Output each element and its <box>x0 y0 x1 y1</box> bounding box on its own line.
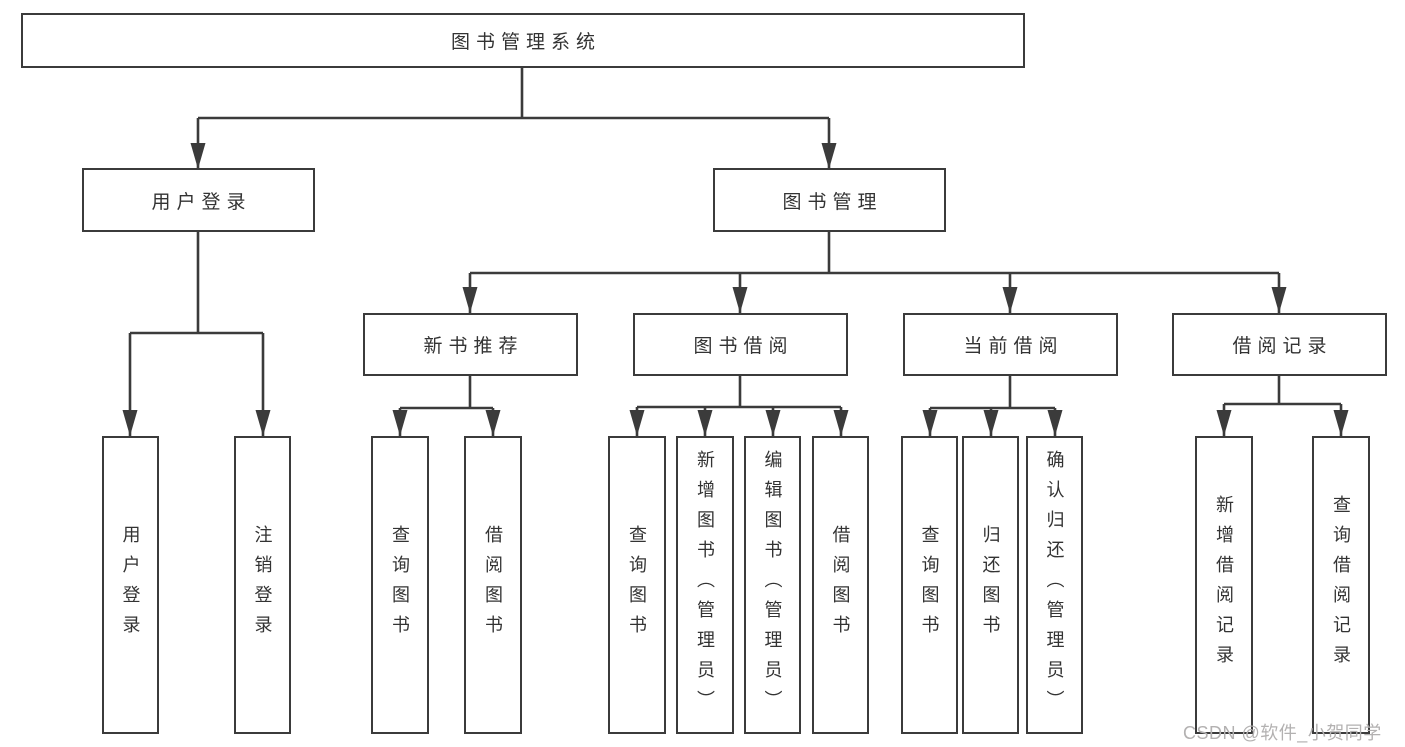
arrow-icon <box>462 287 478 313</box>
node-label: 查询图书 <box>390 525 410 645</box>
node-label: 图书管理 <box>782 191 883 213</box>
arrow-icon <box>392 410 408 436</box>
leaf-query-borrow-record: 查询借阅记录 <box>1312 436 1370 734</box>
arrow-icon <box>821 143 837 169</box>
node-label: 注销登录 <box>252 525 273 645</box>
node-label: 借阅图书 <box>830 525 851 645</box>
node-label: 图书管理系统 <box>450 32 601 53</box>
leaf-edit-book-admin: 编辑图书（管理员） <box>744 436 801 734</box>
arrow-icon <box>1047 410 1063 436</box>
node-label: 借阅记录 <box>1232 336 1333 357</box>
node-label: 新书推荐 <box>423 336 524 357</box>
arrow-icon <box>922 410 938 436</box>
leaf-user-login: 用户登录 <box>102 436 159 734</box>
arrow-icon <box>1271 287 1287 313</box>
arrow-icon <box>697 410 713 436</box>
node-label: 新增借阅记录 <box>1214 495 1234 675</box>
node-label: 查询图书 <box>627 525 647 645</box>
node-label: 查询借阅记录 <box>1331 495 1351 675</box>
arrow-icon <box>833 410 849 436</box>
arrow-icon <box>732 287 748 313</box>
node-label: 借阅图书 <box>483 525 503 645</box>
leaf-query-book-borrowing: 查询图书 <box>608 436 666 734</box>
arrowheads <box>122 143 1349 436</box>
node-new-book-recommendation: 新书推荐 <box>363 313 578 376</box>
arrow-icon <box>765 410 781 436</box>
arrow-icon <box>122 410 138 436</box>
arrow-icon <box>629 410 645 436</box>
node-current-borrowing: 当前借阅 <box>903 313 1118 376</box>
arrow-icon <box>255 410 271 436</box>
leaf-logout: 注销登录 <box>234 436 291 734</box>
arrow-icon <box>1216 410 1232 436</box>
csdn-watermark: CSDN @软件_小贺同学 <box>1183 723 1382 743</box>
leaf-query-book-recommend: 查询图书 <box>371 436 429 734</box>
arrow-icon <box>1333 410 1349 436</box>
leaf-query-book-current: 查询图书 <box>901 436 958 734</box>
leaf-borrow-book: 借阅图书 <box>812 436 869 734</box>
arrow-icon <box>190 143 206 169</box>
leaf-add-borrow-record: 新增借阅记录 <box>1195 436 1253 734</box>
node-root-library-system: 图书管理系统 <box>21 13 1025 68</box>
leaf-borrow-book-recommend: 借阅图书 <box>464 436 522 734</box>
node-label: 当前借阅 <box>963 336 1064 357</box>
node-label: 新增图书（管理员） <box>695 450 715 720</box>
arrow-icon <box>485 410 501 436</box>
node-label: 确认归还（管理员） <box>1044 450 1065 720</box>
arrow-icon <box>1002 287 1018 313</box>
leaf-return-book: 归还图书 <box>962 436 1019 734</box>
node-book-borrowing: 图书借阅 <box>633 313 848 376</box>
node-label: 用户登录 <box>120 525 141 645</box>
node-borrowing-records: 借阅记录 <box>1172 313 1387 376</box>
node-book-management: 图书管理 <box>713 168 946 232</box>
arrow-icon <box>983 410 999 436</box>
node-label: 查询图书 <box>919 525 940 645</box>
leaf-add-book-admin: 新增图书（管理员） <box>676 436 734 734</box>
node-user-login: 用户登录 <box>82 168 315 232</box>
node-label: 编辑图书（管理员） <box>762 450 783 720</box>
leaf-confirm-return-admin: 确认归还（管理员） <box>1026 436 1083 734</box>
node-label: 用户登录 <box>151 191 252 213</box>
node-label: 归还图书 <box>980 525 1001 645</box>
node-label: 图书借阅 <box>693 336 794 357</box>
